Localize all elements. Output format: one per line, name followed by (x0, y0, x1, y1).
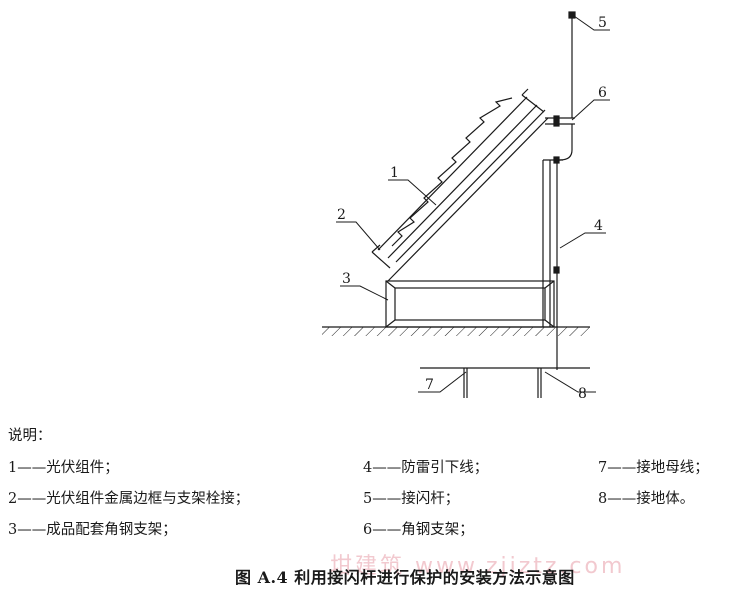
label-5: 5 (598, 15, 607, 31)
legend-item-3: 3——成品配套角钢支架； (8, 522, 177, 538)
label-2: 2 (337, 207, 346, 223)
figure-caption: 图 A.4 利用接闪杆进行保护的安装方法示意图 (235, 568, 575, 587)
support-strut (387, 117, 549, 282)
base-frame (385, 280, 555, 328)
legend-item-4: 4——防雷引下线； (363, 460, 489, 476)
legend-item-1: 1——光伏组件； (8, 460, 119, 476)
legend-title: 说明： (8, 428, 52, 444)
label-8: 8 (578, 386, 587, 402)
legend-item-5: 5——接闪杆； (363, 491, 460, 507)
ground-hatch (322, 327, 590, 336)
down-conductor (556, 124, 573, 370)
legend-item-2: 2——光伏组件金属边框与支架栓接； (8, 491, 250, 507)
watermark: 坩建筑 www.zjiztz.com (330, 554, 626, 579)
legend-item-8: 8——接地体。 (598, 491, 695, 507)
label-4: 4 (594, 218, 603, 234)
label-6: 6 (598, 85, 607, 101)
leader-lines (336, 15, 610, 393)
installation-diagram: 1 2 3 4 5 6 7 8 (322, 11, 610, 402)
label-1: 1 (390, 165, 399, 181)
lightning-rod-tip (568, 11, 576, 19)
legend-item-6: 6——角钢支架； (363, 522, 474, 538)
label-7: 7 (425, 377, 434, 393)
legend-item-7: 7——接地母线； (598, 460, 709, 476)
label-3: 3 (342, 271, 351, 287)
pv-module (371, 88, 546, 269)
angle-support (542, 115, 575, 327)
